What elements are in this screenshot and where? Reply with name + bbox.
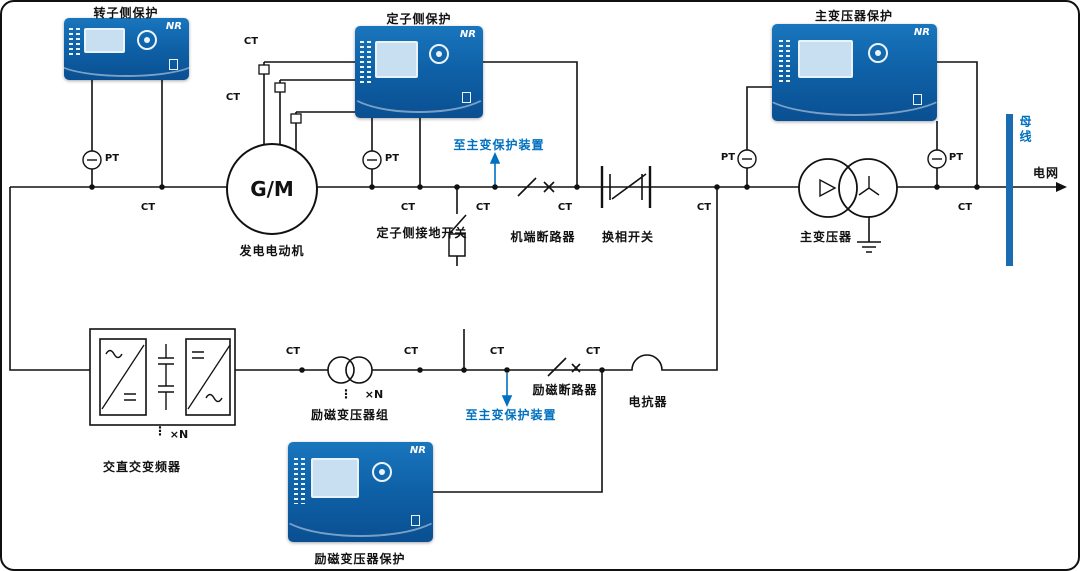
terminal-strip-icon (778, 39, 783, 85)
ct-label: CT (585, 346, 601, 357)
ct-label: CT (225, 92, 241, 103)
to-main-tx-protection-label-top: 至主变保护装置 (453, 138, 545, 152)
ct-label: CT (285, 346, 301, 357)
excitation-breaker-symbol (547, 357, 581, 377)
terminal-breaker-label: 机端断路器 (510, 230, 576, 244)
ground-symbol (857, 217, 881, 253)
converter-label: 交直交变频器 (102, 460, 182, 474)
busbar-label: 母线 (1018, 115, 1032, 145)
phase-switch-symbol (600, 166, 652, 208)
terminal-strip-icon (293, 458, 298, 504)
pt-label: PT (104, 153, 120, 164)
ac-symbol (205, 393, 223, 403)
terminal-strip-icon (69, 27, 73, 57)
stator-protection-label: 定子侧保护 (386, 12, 452, 26)
dc-symbol (124, 393, 136, 401)
main-tx-protection-label: 主变压器保护 (814, 9, 894, 23)
terminal-strip-icon (360, 40, 365, 84)
excitation-tx-protection-label: 励磁变压器保护 (314, 552, 406, 566)
ct-label: CT (557, 202, 573, 213)
relay-panel-curve (344, 63, 494, 114)
star-winding-icon (858, 176, 880, 196)
rotor-relay-connections (91, 80, 163, 187)
ct-label: CT (243, 36, 259, 47)
relay-excitation-transformer-protection: NR (276, 442, 445, 542)
ct-label: CT (140, 202, 156, 213)
excitation-breaker-label: 励磁断路器 (532, 383, 598, 397)
excitation-tx-group-ellipsis: ⋮ (340, 387, 352, 401)
protection-signal-arrows (489, 152, 513, 407)
pt-label: PT (948, 152, 964, 163)
relay-main-transformer-protection: NR (758, 24, 951, 121)
earthing-switch-box (448, 233, 466, 257)
excitation-tx-group-multiplier: ×N (364, 388, 384, 401)
generator-motor-symbol (226, 143, 318, 235)
ct-label: CT (696, 202, 712, 213)
main-transformer-winding-1 (798, 158, 858, 218)
delta-winding-icon (819, 178, 837, 198)
relay-rotor-protection: NR (54, 18, 199, 80)
grid-label: 电网 (1032, 166, 1060, 180)
nr-logo: NR (913, 27, 930, 38)
pt-label: PT (384, 153, 400, 164)
terminal-strip-icon (785, 39, 790, 85)
ct-label: CT (403, 346, 419, 357)
generator-motor-symbol-text: G/M (250, 177, 294, 201)
nr-logo: NR (165, 21, 182, 32)
junction-dots (89, 184, 980, 373)
busbar-bar (1006, 114, 1013, 266)
terminal-breaker-symbol (517, 177, 555, 197)
converter-multiplier: ×N (169, 428, 189, 441)
nr-logo: NR (409, 445, 426, 456)
terminal-strip-icon (367, 40, 372, 84)
generator-motor-label: 发电电动机 (239, 244, 305, 258)
excitation-tx-winding-1 (327, 356, 355, 384)
excitation-tx-winding-2 (345, 356, 373, 384)
grid-arrowhead-icon (1056, 182, 1067, 192)
relay-panel-curve (758, 63, 951, 117)
ct-label: CT (400, 202, 416, 213)
relay-panel-curve (54, 43, 199, 77)
stator-ct-marks (258, 64, 302, 124)
ct-label: CT (957, 202, 973, 213)
phase-reversal-switch-label: 换相开关 (601, 230, 655, 244)
wiring-lines (9, 61, 1058, 493)
ct-label: CT (489, 346, 505, 357)
nr-logo: NR (459, 29, 476, 40)
relay-panel-curve (276, 482, 445, 537)
stator-earthing-switch-label: 定子侧接地开关 (376, 226, 468, 240)
pt-symbols (82, 149, 947, 170)
dc-symbol (192, 351, 204, 359)
converter-symbol (89, 328, 236, 426)
relay-stator-protection: NR (344, 26, 494, 118)
to-main-tx-protection-label-bottom: 至主变保护装置 (465, 408, 557, 422)
main-transformer-label: 主变压器 (799, 230, 853, 244)
main-transformer-winding-2 (838, 158, 898, 218)
relay-dial-icon (867, 43, 888, 64)
earthing-switch-symbol (449, 187, 467, 266)
reactor-label: 电抗器 (628, 395, 668, 409)
ac-symbol (105, 349, 123, 359)
terminal-strip-icon (300, 458, 305, 504)
dc-link-capacitors (158, 344, 174, 410)
shape-outlines (82, 64, 947, 384)
ct-label: CT (475, 202, 491, 213)
stator-ct-connections (263, 61, 355, 153)
rotor-protection-label: 转子侧保护 (93, 6, 159, 20)
excitation-relay-connections (433, 329, 603, 493)
pt-label: PT (720, 152, 736, 163)
terminal-strip-icon (76, 27, 80, 57)
relay-dial-icon (429, 44, 450, 65)
excitation-row-line (235, 187, 718, 371)
rotor-branch-line (9, 187, 90, 371)
excitation-tx-group-label: 励磁变压器组 (310, 408, 390, 422)
relay-dial-icon (372, 462, 393, 482)
converter-ellipsis: ⋮ (154, 424, 166, 438)
